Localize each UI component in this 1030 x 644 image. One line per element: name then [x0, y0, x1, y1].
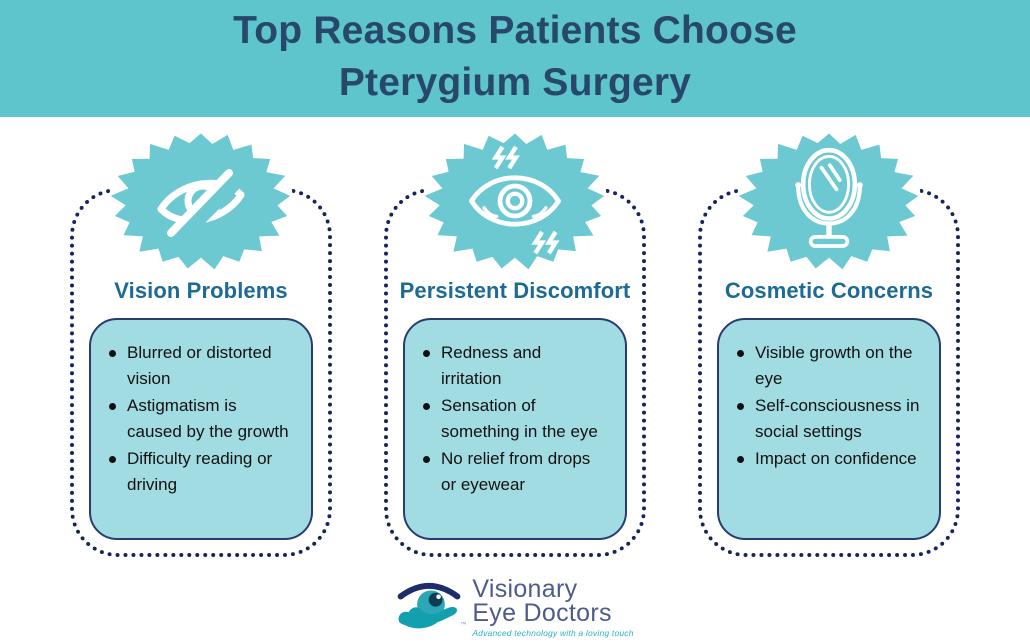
starburst-badge: [108, 130, 294, 272]
bullet-list: Visible growth on the eye Self-conscious…: [731, 340, 933, 472]
page-title-line2: Pterygium Surgery: [338, 61, 692, 104]
starburst-shape: [108, 130, 294, 272]
bullet-item: No relief from drops or eyewear: [417, 446, 619, 498]
bullet-item: Visible growth on the eye: [731, 340, 933, 392]
bullet-box: Visible growth on the eye Self-conscious…: [717, 318, 941, 540]
mirror-icon: [787, 146, 871, 256]
bullet-item: Astigmatism is caused by the growth: [103, 393, 305, 445]
bullet-item: Difficulty reading or driving: [103, 446, 305, 498]
header-banner: Top Reasons Patients Choose Pterygium Su…: [0, 0, 1030, 117]
card-title-cosmetic-concerns: Cosmetic Concerns: [724, 278, 934, 303]
eye-crossed-icon: [151, 151, 251, 251]
bullet-item: Sensation of something in the eye: [417, 393, 619, 445]
bullet-item: Impact on confidence: [731, 446, 933, 472]
page-title-line1: Top Reasons Patients Choose: [233, 9, 797, 52]
bullet-list: Blurred or distorted vision Astigmatism …: [103, 340, 305, 498]
trademark-symbol: ™: [460, 622, 467, 628]
starburst-badge: [422, 130, 608, 272]
starburst-shape: [422, 130, 608, 272]
footer-logo: ™ Visionary Eye Doctors Advanced technol…: [0, 573, 1030, 641]
card-title-vision-problems: Vision Problems: [114, 278, 288, 303]
bullet-box: Blurred or distorted vision Astigmatism …: [89, 318, 313, 540]
card-title-persistent-discomfort: Persistent Discomfort: [399, 278, 631, 303]
starburst-shape: [736, 130, 922, 272]
card-cosmetic-concerns: Cosmetic Concerns Visible growth on the …: [698, 130, 960, 557]
logo-name-line1: Visionary: [472, 574, 578, 603]
bullet-list: Redness and irritation Sensation of some…: [417, 340, 619, 498]
irritated-eye-icon: [452, 143, 578, 259]
logo-tagline: Advanced technology with a loving touch: [472, 627, 634, 638]
bullet-item: Self-consciousness in social settings: [731, 393, 933, 445]
bullet-item: Redness and irritation: [417, 340, 619, 392]
logo-name-line2: Eye Doctors: [472, 598, 612, 627]
bullet-item: Blurred or distorted vision: [103, 340, 305, 392]
logo-eye-hand-icon: ™: [396, 576, 466, 638]
starburst-badge: [736, 130, 922, 272]
card-persistent-discomfort: Persistent Discomfort Redness and irrita…: [384, 130, 646, 557]
reasons-cards: Vision Problems Blurred or distorted vis…: [70, 130, 960, 557]
logo-text-block: Visionary Eye Doctors Advanced technolog…: [472, 574, 634, 638]
bullet-box: Redness and irritation Sensation of some…: [403, 318, 627, 540]
card-vision-problems: Vision Problems Blurred or distorted vis…: [70, 130, 332, 557]
